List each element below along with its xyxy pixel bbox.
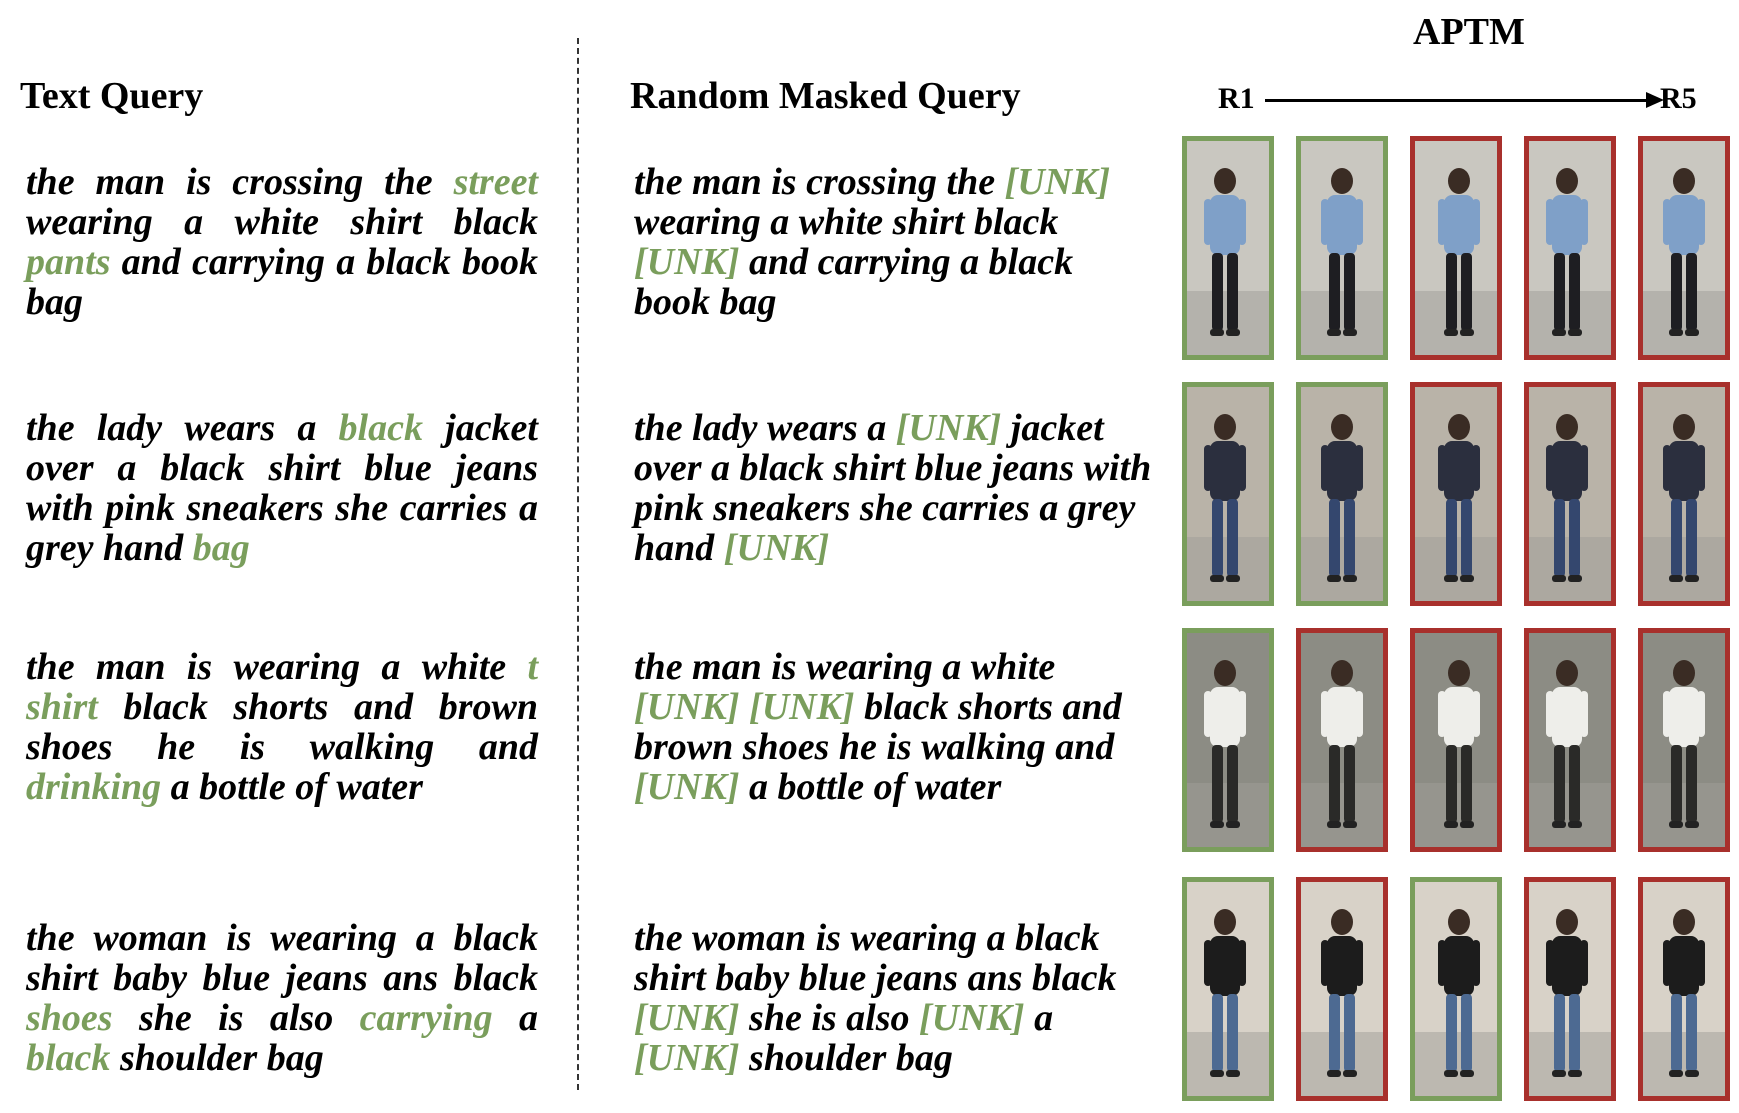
- retrieval-result-r1-correct: [1182, 628, 1274, 852]
- rank-arrow-head: [1646, 92, 1664, 108]
- query-text: the man is wearing a white: [26, 646, 528, 688]
- query-text: the lady wears a: [634, 407, 896, 449]
- person-image: [1643, 633, 1725, 847]
- text-query-3: the man is wearing a white t shirt black…: [26, 647, 538, 807]
- text-query-header: Text Query: [20, 75, 204, 117]
- person-image: [1415, 141, 1497, 355]
- retrieval-result-r5-incorrect: [1638, 382, 1730, 606]
- rank-arrow: [1265, 99, 1650, 102]
- highlighted-word: [UNK]: [634, 766, 740, 808]
- query-text: wearing a white shirt black: [26, 201, 538, 243]
- person-image: [1643, 141, 1725, 355]
- query-text: the woman is wearing a black shirt baby …: [26, 917, 538, 999]
- query-text: black shorts and brown shoes he is walki…: [634, 686, 1122, 768]
- query-text: the woman is wearing a black shirt baby …: [634, 917, 1117, 999]
- person-image: [1415, 882, 1497, 1096]
- person-image: [1301, 882, 1383, 1096]
- highlighted-word: [UNK]: [1004, 161, 1111, 203]
- person-image: [1643, 882, 1725, 1096]
- model-title: APTM: [1413, 11, 1525, 53]
- person-image: [1529, 882, 1611, 1096]
- highlighted-word: [UNK]: [634, 1037, 740, 1079]
- person-image: [1529, 387, 1611, 601]
- highlighted-word: black: [26, 1037, 111, 1079]
- person-image: [1187, 633, 1269, 847]
- retrieval-result-r4-incorrect: [1524, 877, 1616, 1101]
- query-text: a bottle of water: [161, 766, 423, 808]
- retrieval-result-r5-incorrect: [1638, 136, 1730, 360]
- query-text: a bottle of water: [739, 766, 1002, 808]
- retrieval-result-r1-correct: [1182, 382, 1274, 606]
- retrieval-result-r1-correct: [1182, 136, 1274, 360]
- retrieval-result-r2-correct: [1296, 136, 1388, 360]
- retrieval-result-r3-incorrect: [1410, 136, 1502, 360]
- highlighted-word: [UNK]: [634, 997, 740, 1039]
- person-image: [1187, 882, 1269, 1096]
- query-text: the man is crossing the: [26, 161, 454, 203]
- retrieval-result-r2-correct: [1296, 382, 1388, 606]
- person-image: [1301, 387, 1383, 601]
- retrieval-result-r4-incorrect: [1524, 628, 1616, 852]
- query-text: a: [492, 997, 538, 1039]
- retrieval-result-r1-correct: [1182, 877, 1274, 1101]
- highlighted-word: black: [338, 407, 423, 449]
- query-text: the man is wearing a white: [634, 646, 1056, 688]
- column-divider: [577, 38, 579, 1090]
- person-image: [1301, 633, 1383, 847]
- retrieval-result-r2-incorrect: [1296, 628, 1388, 852]
- highlighted-word: bag: [192, 527, 250, 569]
- highlighted-word: carrying: [359, 997, 493, 1039]
- masked-query-2: the lady wears a [UNK] jacket over a bla…: [634, 408, 1154, 568]
- highlighted-word: [UNK]: [723, 527, 830, 569]
- highlighted-word: drinking: [26, 766, 162, 808]
- retrieval-result-r5-incorrect: [1638, 628, 1730, 852]
- highlighted-word: t shirt: [26, 646, 538, 728]
- person-image: [1529, 141, 1611, 355]
- query-text: black shorts and brown shoes he is walki…: [26, 686, 538, 768]
- query-text: the lady wears a: [26, 407, 339, 449]
- query-text: jacket over a black shirt blue jeans wit…: [26, 407, 538, 569]
- person-image: [1415, 387, 1497, 601]
- masked-query-4: the woman is wearing a black shirt baby …: [634, 918, 1154, 1078]
- retrieval-result-r4-incorrect: [1524, 136, 1616, 360]
- query-text: and carrying a black book bag: [634, 241, 1074, 323]
- text-query-1: the man is crossing the street wearing a…: [26, 162, 538, 322]
- person-image: [1529, 633, 1611, 847]
- highlighted-word: [UNK]: [895, 407, 1002, 449]
- highlighted-word: [UNK]: [634, 241, 740, 283]
- highlighted-word: [UNK] [UNK]: [634, 686, 855, 728]
- highlighted-word: shoes: [26, 997, 113, 1039]
- query-text: and carrying a black book bag: [26, 241, 538, 323]
- masked-query-1: the man is crossing the [UNK] wearing a …: [634, 162, 1154, 322]
- retrieval-result-r3-incorrect: [1410, 628, 1502, 852]
- query-text: jacket over a black shirt blue jeans wit…: [634, 407, 1152, 569]
- masked-query-header: Random Masked Query: [630, 75, 1021, 117]
- query-text: she is also: [112, 997, 360, 1039]
- highlighted-word: pants: [26, 241, 111, 283]
- query-text: wearing a white shirt black: [634, 201, 1059, 243]
- masked-query-3: the man is wearing a white [UNK] [UNK] b…: [634, 647, 1154, 807]
- rank-start-label: R1: [1218, 82, 1255, 115]
- query-text: a: [1024, 997, 1054, 1039]
- query-text: the man is crossing the: [634, 161, 1005, 203]
- retrieval-result-r2-incorrect: [1296, 877, 1388, 1101]
- query-text: she is also: [739, 997, 920, 1039]
- retrieval-result-r3-correct: [1410, 877, 1502, 1101]
- retrieval-result-r5-incorrect: [1638, 877, 1730, 1101]
- query-text: shoulder bag: [110, 1037, 324, 1079]
- highlighted-word: street: [453, 161, 538, 203]
- rank-end-label: R5: [1660, 82, 1697, 115]
- person-image: [1643, 387, 1725, 601]
- text-query-2: the lady wears a black jacket over a bla…: [26, 408, 538, 568]
- person-image: [1187, 141, 1269, 355]
- query-text: shoulder bag: [739, 1037, 953, 1079]
- person-image: [1187, 387, 1269, 601]
- highlighted-word: [UNK]: [919, 997, 1025, 1039]
- retrieval-result-r4-incorrect: [1524, 382, 1616, 606]
- person-image: [1301, 141, 1383, 355]
- retrieval-result-r3-incorrect: [1410, 382, 1502, 606]
- text-query-4: the woman is wearing a black shirt baby …: [26, 918, 538, 1078]
- person-image: [1415, 633, 1497, 847]
